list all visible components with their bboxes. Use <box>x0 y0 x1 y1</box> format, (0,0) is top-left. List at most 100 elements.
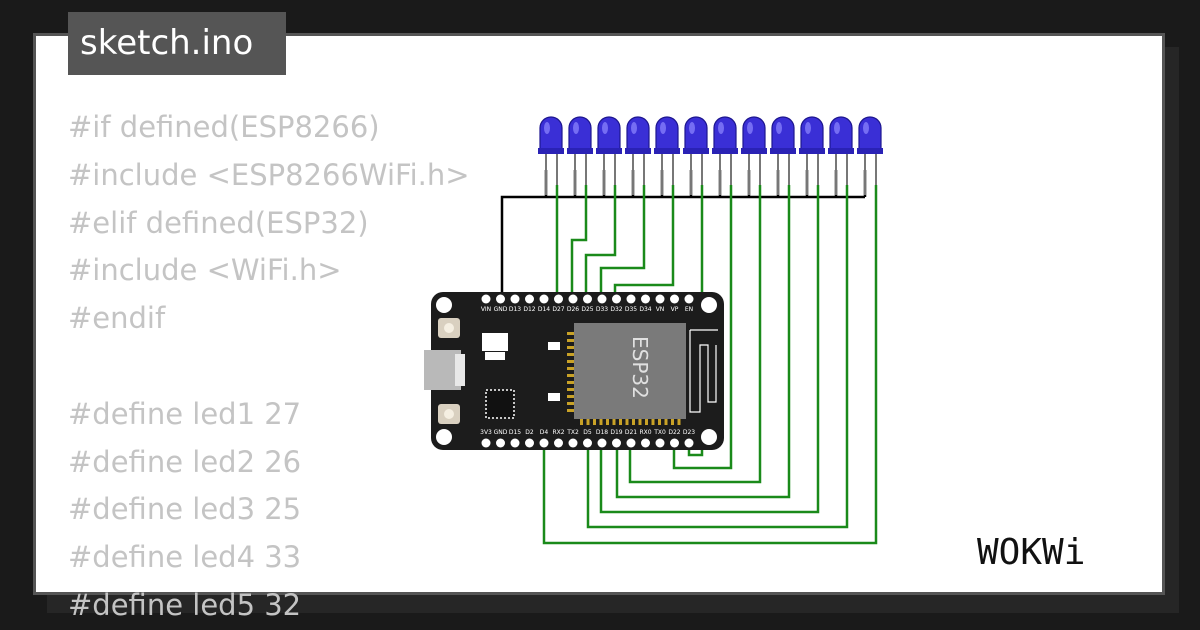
pin-top-d26[interactable] <box>568 294 578 304</box>
led-1[interactable] <box>539 116 563 151</box>
led-rim <box>625 148 651 154</box>
pin-bottom-d15[interactable] <box>510 438 520 448</box>
led-rim <box>857 148 883 154</box>
led-highlight <box>689 122 695 134</box>
pin-top-d34[interactable] <box>641 294 650 304</box>
pin-top-gnd[interactable] <box>496 294 505 304</box>
mount-hole <box>701 297 717 313</box>
led-highlight <box>602 122 608 134</box>
chip-label: ESP32 <box>628 336 652 399</box>
led-3[interactable] <box>597 116 621 151</box>
led-9[interactable] <box>771 116 795 151</box>
pin-bottom-d5[interactable] <box>583 438 592 448</box>
pin-label: D23 <box>683 429 695 436</box>
usb-port <box>424 350 461 390</box>
pin-top-d33[interactable] <box>597 294 607 304</box>
led-2[interactable] <box>568 116 592 151</box>
led-highlight <box>776 122 782 134</box>
smd-component <box>548 342 560 350</box>
led-6[interactable] <box>684 116 708 151</box>
led-11[interactable] <box>829 116 853 151</box>
pin-label: GND <box>494 306 508 313</box>
led-rim <box>683 148 709 154</box>
pin-label: D35 <box>625 306 637 313</box>
pin-top-d25[interactable] <box>583 294 592 304</box>
pin-top-d32[interactable] <box>612 294 621 304</box>
signal-wire <box>672 185 733 470</box>
led-8[interactable] <box>742 116 766 151</box>
led-4[interactable] <box>626 116 650 151</box>
code-preview: #if defined(ESP8266) #include <ESP8266Wi… <box>68 104 488 622</box>
led-rim <box>596 148 622 154</box>
wires <box>500 170 878 545</box>
led-highlight <box>660 122 666 134</box>
pin-label: D25 <box>581 306 593 313</box>
pin-top-vp[interactable] <box>670 294 679 304</box>
pin-label: D4 <box>540 429 549 436</box>
pin-bottom-d19[interactable] <box>612 438 621 448</box>
pin-label: D21 <box>625 429 637 436</box>
pin-top-d27[interactable] <box>554 294 563 304</box>
led-highlight <box>544 122 550 134</box>
pin-bottom-3v3[interactable] <box>481 438 491 448</box>
signal-wire <box>584 185 617 299</box>
pin-bottom-tx2[interactable] <box>568 438 578 448</box>
led-7[interactable] <box>713 116 737 151</box>
frame-shadow-bottom <box>47 595 1179 613</box>
pin-label: D33 <box>596 306 608 313</box>
pin-label: D22 <box>668 429 680 436</box>
pin-bottom-rx0[interactable] <box>641 438 650 448</box>
led-highlight <box>805 122 811 134</box>
led-highlight <box>573 122 579 134</box>
led-rim <box>741 148 767 154</box>
pin-label: D32 <box>610 306 622 313</box>
esp32-module <box>574 323 686 419</box>
pin-top-vn[interactable] <box>655 294 665 304</box>
code-line: #define led4 33 <box>68 540 302 575</box>
logo-text: WOKWi <box>977 532 1085 573</box>
pin-bottom-d4[interactable] <box>539 438 549 448</box>
pin-bottom-rx2[interactable] <box>554 438 563 448</box>
led-12[interactable] <box>858 116 882 151</box>
led-highlight <box>834 122 840 134</box>
code-line: #if defined(ESP8266) <box>68 110 380 144</box>
pin-top-d35[interactable] <box>626 294 636 304</box>
led-5[interactable] <box>655 116 679 151</box>
led-row <box>538 116 883 195</box>
pin-top-en[interactable] <box>684 294 694 304</box>
led-highlight <box>631 122 637 134</box>
signal-wire <box>586 185 849 529</box>
led-highlight <box>863 122 869 134</box>
pin-label: D14 <box>538 306 550 313</box>
led-rim <box>828 148 854 154</box>
led-10[interactable] <box>800 116 824 151</box>
file-tab[interactable]: sketch.ino <box>68 12 286 75</box>
pin-label: GND <box>494 429 508 436</box>
pin-label: EN <box>685 306 693 313</box>
reset-button-cap <box>444 409 454 419</box>
pin-bottom-d2[interactable] <box>525 438 534 448</box>
pin-top-d14[interactable] <box>539 294 549 304</box>
pin-top-vin[interactable] <box>481 294 491 304</box>
signal-wire <box>599 185 820 514</box>
pin-bottom-d21[interactable] <box>626 438 636 448</box>
pin-top-d13[interactable] <box>510 294 520 304</box>
pin-top-d12[interactable] <box>525 294 534 304</box>
code-line: #define led2 26 <box>68 444 302 479</box>
pin-bottom-d23[interactable] <box>684 438 694 448</box>
pin-bottom-tx0[interactable] <box>655 438 665 448</box>
pin-bottom-d22[interactable] <box>670 438 679 448</box>
signal-wire <box>599 185 646 299</box>
code-line: #define led1 27 <box>68 396 302 431</box>
pin-bottom-gnd[interactable] <box>496 438 505 448</box>
module-pins <box>567 332 681 425</box>
pin-label: D2 <box>525 429 534 436</box>
pin-bottom-d18[interactable] <box>597 438 607 448</box>
signal-wire <box>570 185 588 299</box>
pin-label: D12 <box>523 306 535 313</box>
pin-label: TX0 <box>653 429 666 436</box>
pin-label: D34 <box>639 306 651 313</box>
led-rim <box>770 148 796 154</box>
